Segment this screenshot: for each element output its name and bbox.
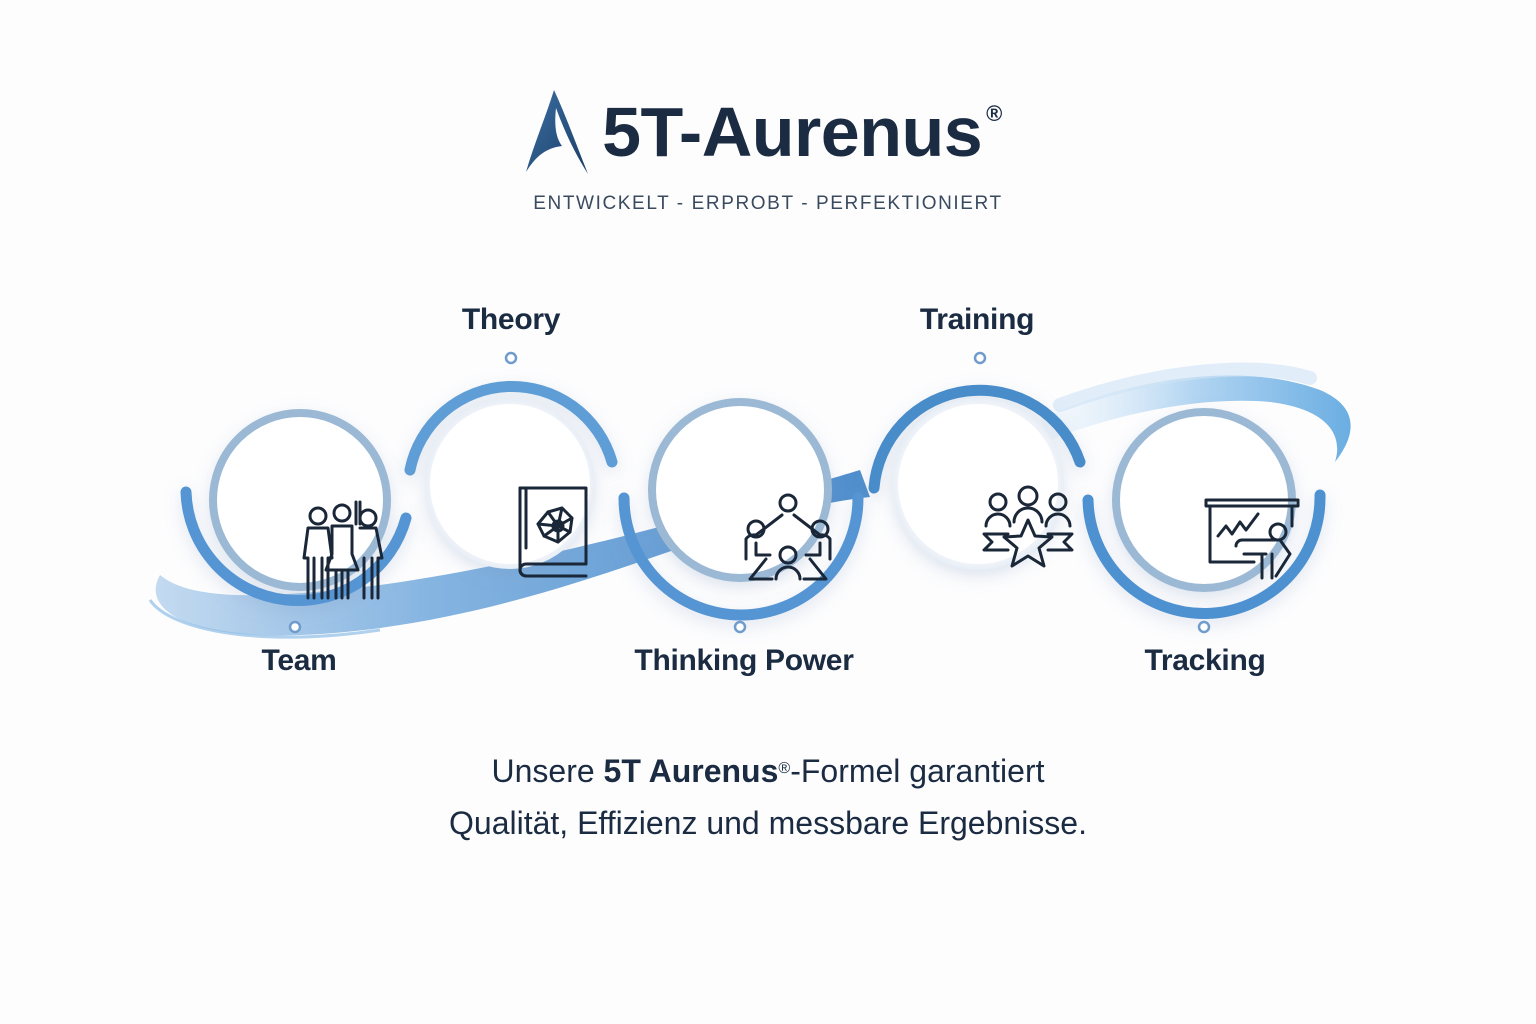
step-label-thinking-power: Thinking Power	[634, 644, 854, 677]
closing-suffix: -Formel garantiert	[790, 753, 1045, 789]
step-label-team: Team	[261, 644, 337, 677]
step-circle-team	[180, 409, 412, 607]
brand-title-text: 5T-Aurenus	[602, 93, 983, 171]
step-circle-tracking	[1082, 408, 1326, 620]
step-circle-thinking-power	[618, 398, 864, 621]
brand-tagline: ENTWICKELT - ERPROBT - PERFEKTIONIERT	[533, 193, 1003, 214]
closing-prefix: Unsere	[491, 753, 604, 789]
closing-line-1: Unsere 5T Aurenus®-Formel garantiert	[0, 745, 1536, 797]
step-label-theory: Theory	[461, 303, 561, 336]
step-circle-theory	[404, 380, 618, 569]
step-label-tracking: Tracking	[1144, 644, 1266, 677]
closing-line-2: Qualität, Effizienz und messbare Ergebni…	[449, 805, 1087, 841]
brand-title: 5T-Aurenus®	[602, 97, 1002, 167]
brand-header: 5T-Aurenus®	[0, 86, 1536, 178]
aurenus-logo-icon	[526, 90, 589, 174]
step-circle-training	[868, 384, 1086, 570]
registered-mark: ®	[986, 101, 1002, 126]
closing-brand: 5T Aurenus	[603, 753, 779, 789]
closing-statement: Unsere 5T Aurenus®-Formel garantiert Qua…	[0, 745, 1536, 849]
closing-registered: ®	[778, 760, 791, 777]
step-label-training: Training	[919, 303, 1035, 336]
